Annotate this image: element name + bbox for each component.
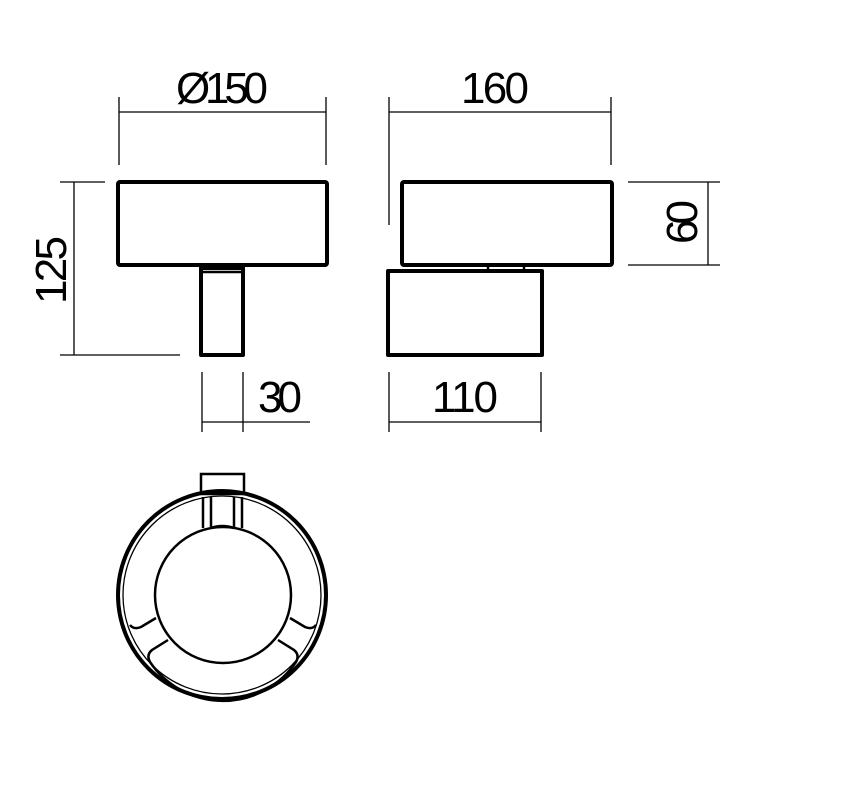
lower-segment [147,638,299,703]
spoke-upper [129,616,317,630]
base-body [386,269,544,357]
dimension-diameter: Ø150 [118,64,327,165]
lens-circle [153,525,293,665]
dimension-total-height: 125 [27,181,180,356]
outer-ring [116,489,328,701]
dimension-depth: 160 [388,64,612,225]
dimension-label-diameter: Ø150 [176,64,268,113]
dimension-label-stem-width: 30 [258,373,302,422]
side-view [386,180,614,357]
mount-tab [199,472,246,496]
inner-ring [122,495,322,695]
bottom-view [116,472,328,703]
slot [201,497,244,530]
head-body-side [400,180,614,267]
dimension-label-base-width: 110 [432,373,498,422]
dimension-head-height: 60 [628,181,720,266]
dimension-base-width: 110 [388,372,542,432]
dimension-label-depth: 160 [461,64,529,113]
dimension-label-total-height: 125 [27,236,76,304]
dimension-stem-width: 30 [201,372,310,432]
stem [199,266,245,357]
front-view [116,180,329,357]
dimension-label-head-height: 60 [658,200,707,244]
head-body [116,180,329,267]
